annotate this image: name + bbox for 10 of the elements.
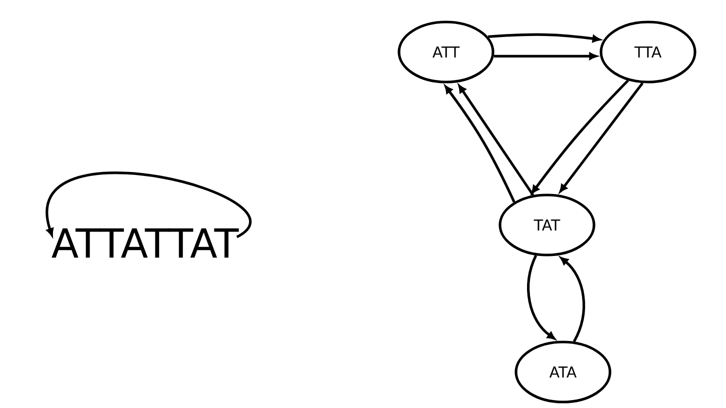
- arrow: [458, 84, 534, 196]
- arrow: [531, 80, 629, 194]
- sequence-text: ATTATTAT: [52, 228, 239, 258]
- arrow: [560, 257, 586, 342]
- arrow: [494, 52, 598, 60]
- arrow: [444, 86, 516, 203]
- arrow: [488, 33, 600, 42]
- arrow: [46, 172, 250, 238]
- arrow: [560, 82, 644, 192]
- arrow: [527, 254, 556, 340]
